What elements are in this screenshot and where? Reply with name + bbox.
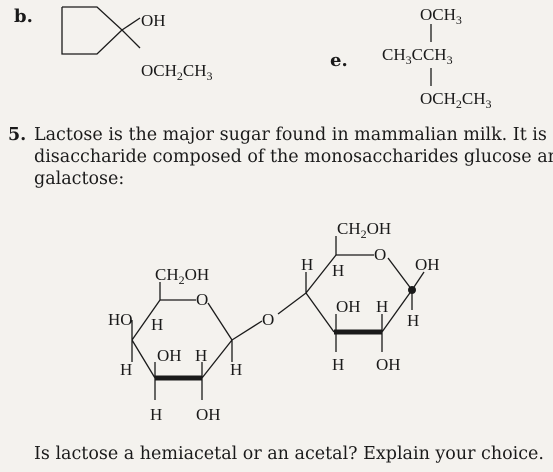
- part-b-oh: OH: [141, 11, 166, 30]
- anomeric-carbon-dot: [408, 286, 416, 294]
- part-e-label: e.: [330, 50, 348, 71]
- right-ring-bond-c4-c3: [305, 292, 335, 333]
- right-oh-c3: OH: [336, 297, 361, 316]
- right-ring-oxygen: O: [374, 245, 386, 264]
- problem-line-1: Lactose is the major sugar found in mamm…: [34, 125, 553, 145]
- right-h-c2-top: H: [376, 297, 388, 316]
- left-ring-bond-c2-c1: [201, 339, 233, 379]
- galactose-ring: [131, 282, 307, 400]
- part-e-bottom-group: OCH2CH3: [420, 89, 492, 111]
- problem-line-3: galactose:: [34, 169, 125, 189]
- bond-to-oh: [121, 17, 141, 31]
- left-h-c4-bottom: H: [120, 360, 132, 379]
- right-ring-bond-c5-c4: [305, 254, 337, 294]
- left-ho-label: HO: [108, 310, 133, 329]
- left-h-c4: H: [151, 315, 163, 334]
- glucose-ring: [305, 236, 425, 352]
- cyclopentane-ring: [61, 6, 123, 55]
- right-ring-bond-c2-c1: [381, 289, 413, 333]
- bond-to-ethoxy: [121, 29, 141, 49]
- part-e-middle-group: CH3CCH3: [382, 45, 453, 67]
- right-h-c5-left: H: [301, 255, 313, 274]
- problem-number: 5.: [8, 125, 27, 145]
- right-oh-c2: OH: [376, 355, 401, 374]
- left-ring-oxygen: O: [196, 290, 208, 309]
- part-b-label: b.: [14, 6, 33, 27]
- question-text: Is lactose a hemiacetal or an acetal? Ex…: [34, 444, 544, 464]
- right-h-c1: H: [407, 311, 419, 330]
- right-h-c5-right: H: [332, 261, 344, 280]
- right-oh-c1: OH: [415, 255, 440, 274]
- glycosidic-bond-left: [231, 320, 263, 341]
- left-ring-bond-o-c1: [207, 302, 233, 341]
- bridge-oxygen: O: [262, 310, 274, 329]
- cyclopentane-structure: [61, 6, 141, 55]
- left-h-c3-bottom: H: [150, 405, 162, 424]
- left-ring-bond-c5-c4: [131, 299, 161, 341]
- glycosidic-bond-right: [277, 292, 307, 315]
- problem-line-2: disaccharide composed of the monosacchar…: [34, 147, 553, 167]
- part-b-ethoxy: OCH2CH3: [141, 61, 213, 83]
- left-h-c2-top: H: [195, 346, 207, 365]
- part-e-top-group: OCH3: [420, 5, 462, 27]
- left-ring-bond-c4-c3: [131, 339, 156, 379]
- left-oh-c3: OH: [157, 346, 182, 365]
- right-h-c3-bottom: H: [332, 355, 344, 374]
- left-h-c1: H: [230, 360, 242, 379]
- right-ch2oh-label: CH2OH: [337, 219, 391, 241]
- left-ch2oh-label: CH2OH: [155, 265, 209, 287]
- left-oh-c2: OH: [196, 405, 221, 424]
- right-ring-bond-o-c1: [387, 257, 413, 291]
